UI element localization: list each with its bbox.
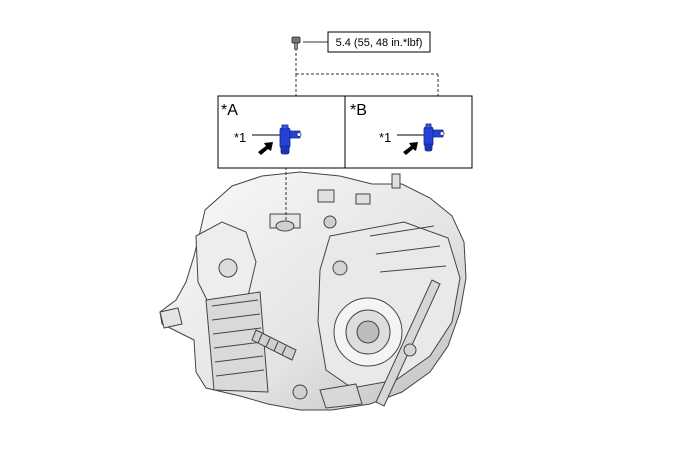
bolt-icon: [291, 36, 301, 50]
arrow-icon: [258, 142, 273, 155]
torque-spec-label: 5.4 (55, 48 in.*lbf): [336, 37, 423, 49]
panel-a: *A *1: [221, 102, 302, 155]
speed-sensor-icon: [279, 124, 302, 155]
arrow-icon: [403, 142, 418, 155]
panel-a-callout: *1: [234, 130, 246, 145]
panel-b-letter: *B: [350, 102, 367, 119]
torque-spec-box: [327, 31, 431, 53]
panel-a-letter: *A: [221, 102, 238, 119]
panel-b-callout: *1: [379, 130, 391, 145]
transaxle-illustration: [159, 171, 467, 411]
speed-sensor-icon: [423, 123, 445, 152]
panel-b: *B *1: [350, 102, 445, 155]
